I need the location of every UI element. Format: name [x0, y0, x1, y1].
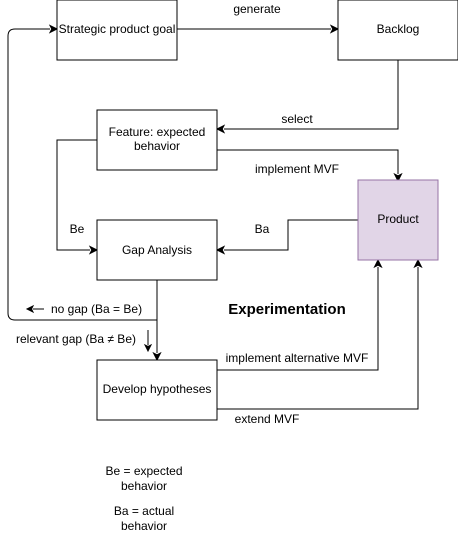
edge-label-generate: generate	[233, 2, 281, 16]
node-gap-analysis: Gap Analysis	[96, 219, 218, 281]
node-feature-label-line1: Feature: expected	[109, 125, 206, 139]
legend-ba-line2: behavior	[121, 519, 167, 533]
edge-label-implement-mvf: implement MVF	[255, 162, 339, 176]
node-develop-hypotheses-label: Develop hypotheses	[103, 382, 212, 396]
relevant-gap-indicator-arrow	[143, 330, 153, 353]
edge-label-no-gap: no gap (Ba = Be)	[51, 302, 142, 316]
node-backlog: Backlog	[337, 0, 458, 61]
legend-ba-line1: Ba = actual	[114, 504, 174, 518]
edge-ba	[215, 219, 358, 255]
edge-gap-to-hypotheses	[152, 280, 162, 362]
legend: Be = expected behavior Ba = actual behav…	[105, 464, 182, 533]
edge-label-implement-alternative-mvf: implement alternative MVF	[226, 351, 369, 365]
edge-label-ba: Ba	[255, 222, 270, 236]
edge-extend-mvf	[217, 258, 423, 410]
node-strategic-goal-label: Strategic product goal	[59, 22, 176, 36]
edge-label-select: select	[281, 112, 313, 126]
edge-select	[215, 60, 399, 134]
node-product-label: Product	[377, 212, 419, 226]
node-feature-label-line2: behavior	[134, 139, 180, 153]
node-gap-analysis-label: Gap Analysis	[122, 243, 192, 257]
legend-be-line1: Be = expected	[105, 464, 182, 478]
edge-label-be: Be	[70, 222, 85, 236]
node-strategic-goal: Strategic product goal	[56, 0, 178, 61]
edge-generate	[177, 24, 340, 34]
node-develop-hypotheses: Develop hypotheses	[96, 359, 218, 421]
node-backlog-label: Backlog	[377, 22, 420, 36]
edge-label-relevant-gap: relevant gap (Ba ≠ Be)	[16, 332, 136, 346]
edge-label-extend-mvf: extend MVF	[235, 412, 300, 426]
edge-implement-alternative-mvf	[217, 258, 383, 371]
legend-be-line2: behavior	[121, 479, 167, 493]
edge-be	[56, 139, 99, 255]
edge-no-gap-loop	[7, 24, 157, 321]
no-gap-indicator-arrow	[25, 304, 44, 314]
node-product: Product	[357, 179, 439, 261]
edge-implement-mvf	[217, 149, 403, 183]
diagram-heading: Experimentation	[228, 301, 346, 318]
node-feature: Feature: expected behavior	[96, 109, 218, 171]
